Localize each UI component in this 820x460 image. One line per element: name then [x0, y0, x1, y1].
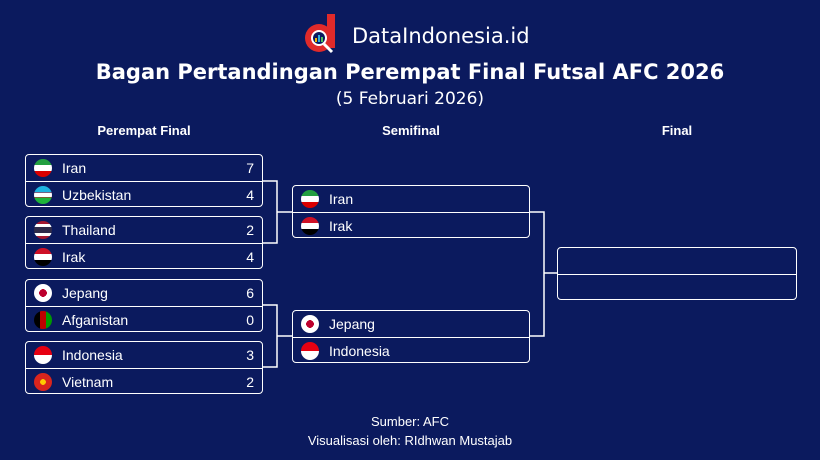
indonesia-flag-icon	[301, 341, 319, 360]
team-row: Irak	[293, 212, 529, 238]
team-score: 6	[246, 285, 254, 301]
iraq-flag-icon	[34, 247, 52, 266]
chart-title: Bagan Pertandingan Perempat Final Futsal…	[95, 60, 725, 84]
column-header-final: Final	[661, 123, 693, 138]
team-name: Iran	[329, 191, 354, 207]
japan-flag-icon	[301, 315, 319, 333]
team-score: 4	[246, 248, 254, 265]
team-row: Jepang 6	[26, 280, 262, 306]
team-row: Irak 4	[26, 243, 262, 269]
team-name: Indonesia	[62, 347, 123, 363]
team-row: Indonesia 3	[26, 342, 262, 368]
team-name: Vietnam	[62, 373, 114, 390]
vietnam-flag-icon	[34, 372, 52, 391]
final-slot-1	[558, 248, 796, 274]
team-name: Thailand	[62, 222, 116, 238]
team-row: Jepang	[293, 311, 529, 337]
final-match	[557, 247, 797, 300]
indonesia-flag-icon	[34, 346, 52, 364]
column-header-quarterfinal: Perempat Final	[97, 123, 191, 138]
team-score: 4	[246, 186, 254, 203]
team-row: Indonesia	[293, 337, 529, 363]
team-name: Afganistan	[62, 311, 129, 328]
team-score: 2	[246, 373, 254, 390]
iran-flag-icon	[34, 159, 52, 177]
source-note: Sumber: AFC	[370, 414, 450, 429]
iraq-flag-icon	[301, 216, 319, 235]
team-score: 3	[246, 347, 254, 363]
team-score: 0	[246, 311, 254, 328]
team-score: 2	[246, 222, 254, 238]
dataindonesia-logo	[305, 14, 335, 54]
final-slot-2	[558, 274, 796, 300]
team-name: Indonesia	[329, 342, 390, 359]
afghanistan-flag-icon	[34, 310, 52, 329]
team-score: 7	[246, 160, 254, 176]
brand-name: DataIndonesia.id	[352, 24, 530, 48]
japan-flag-icon	[34, 284, 52, 302]
team-name: Uzbekistan	[62, 186, 132, 203]
team-row: Uzbekistan 4	[26, 181, 262, 207]
uzbekistan-flag-icon	[34, 185, 52, 204]
team-name: Iran	[62, 160, 87, 176]
team-name: Irak	[62, 248, 86, 265]
team-name: Jepang	[62, 285, 108, 301]
team-row: Thailand 2	[26, 217, 262, 243]
credit-note: Visualisasi oleh: RIdhwan Mustajab	[307, 433, 513, 448]
team-row: Iran 7	[26, 155, 262, 181]
thailand-flag-icon	[34, 221, 52, 239]
team-row: Iran	[293, 186, 529, 212]
team-name: Jepang	[329, 316, 375, 332]
chart-subtitle: (5 Februari 2026)	[335, 89, 485, 109]
team-row: Afganistan 0	[26, 306, 262, 332]
team-name: Irak	[329, 217, 353, 234]
team-row: Vietnam 2	[26, 368, 262, 394]
iran-flag-icon	[301, 190, 319, 208]
column-header-semifinal: Semifinal	[382, 123, 440, 138]
